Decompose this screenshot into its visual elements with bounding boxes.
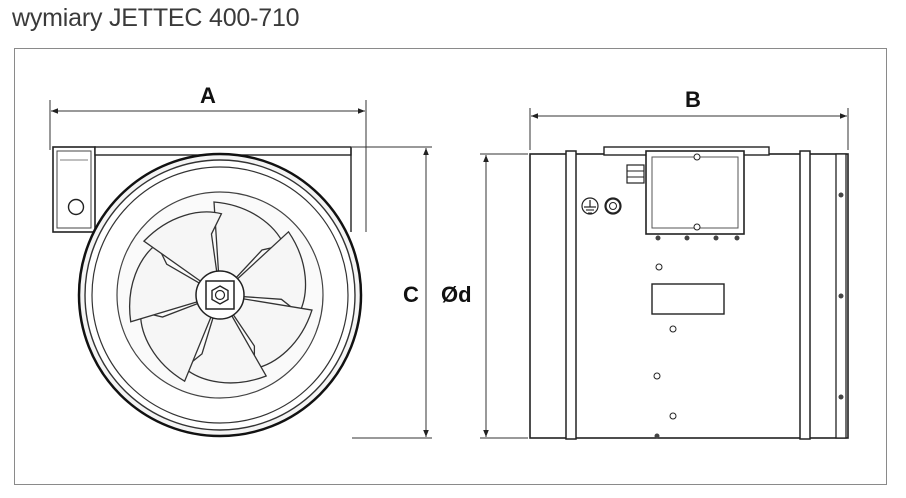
side-terminal-box (645, 150, 745, 235)
cable-gland (626, 164, 645, 184)
flange-right (799, 150, 811, 440)
flange-left (565, 150, 577, 440)
ground-icon (581, 197, 599, 215)
hub (195, 270, 245, 320)
dimension-c-label: C (403, 282, 419, 307)
dimension-d-label: Ød (441, 282, 472, 307)
front-view (52, 146, 363, 438)
fan-impeller (129, 201, 313, 384)
page-title: wymiary JETTEC 400-710 (12, 4, 300, 32)
side-view (529, 146, 849, 440)
nameplate (651, 283, 725, 315)
dimension-lines (49, 100, 849, 439)
terminal-box (52, 146, 96, 233)
dimension-b-label: B (685, 87, 701, 112)
dimension-a-label: A (200, 83, 216, 108)
drawing-frame (14, 48, 887, 485)
